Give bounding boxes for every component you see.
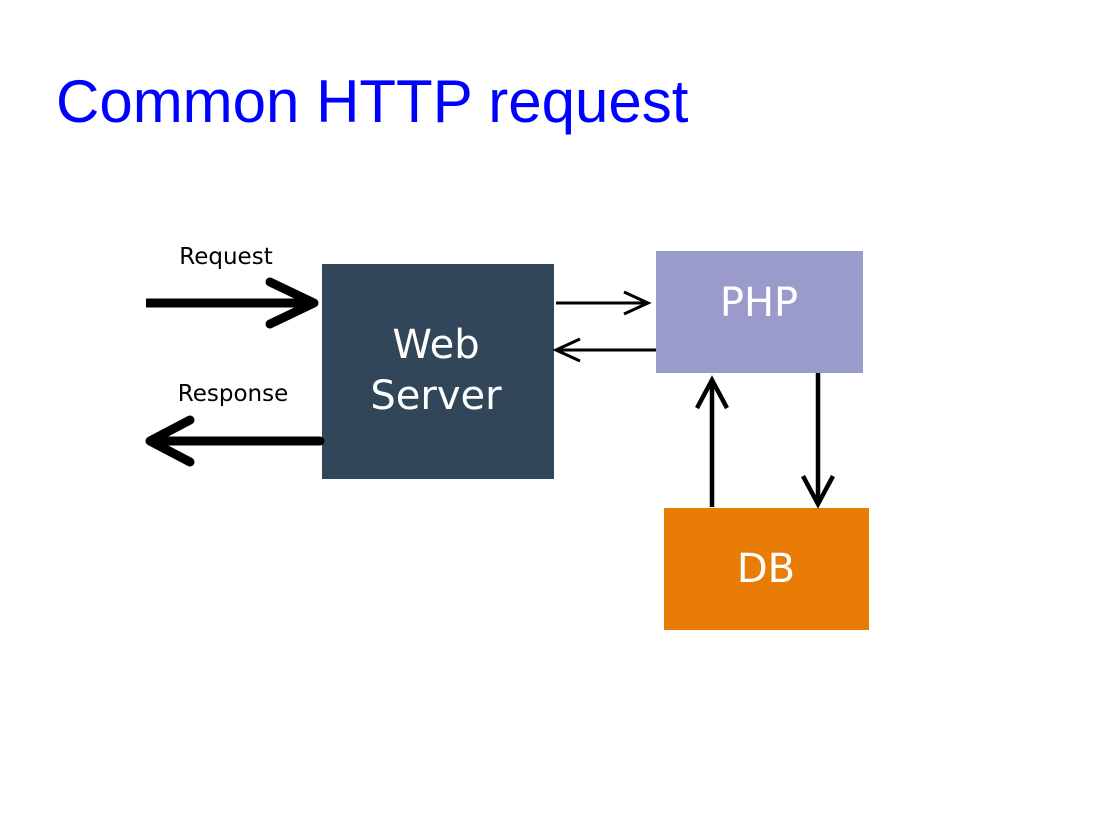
db-label: DB [737, 546, 795, 592]
web-server-label-line1: Web [392, 322, 479, 368]
php-label: PHP [720, 280, 798, 326]
php-to-webserver-arrow [552, 337, 656, 363]
php-to-db-arrow [801, 373, 835, 509]
request-label: Request [179, 244, 272, 270]
web-server-label-line2: Server [370, 373, 502, 419]
request-arrow [146, 277, 319, 329]
db-box [664, 508, 869, 630]
slide-title: Common HTTP request [56, 68, 689, 135]
web-server-node: Web Server [322, 264, 554, 479]
db-to-php-arrow [695, 375, 729, 507]
response-arrow [145, 415, 325, 467]
db-node: DB [664, 508, 869, 630]
php-node: PHP [656, 251, 863, 373]
php-box [656, 251, 863, 373]
webserver-to-php-arrow [556, 290, 652, 316]
response-label: Response [178, 381, 288, 407]
web-server-box [322, 264, 554, 479]
